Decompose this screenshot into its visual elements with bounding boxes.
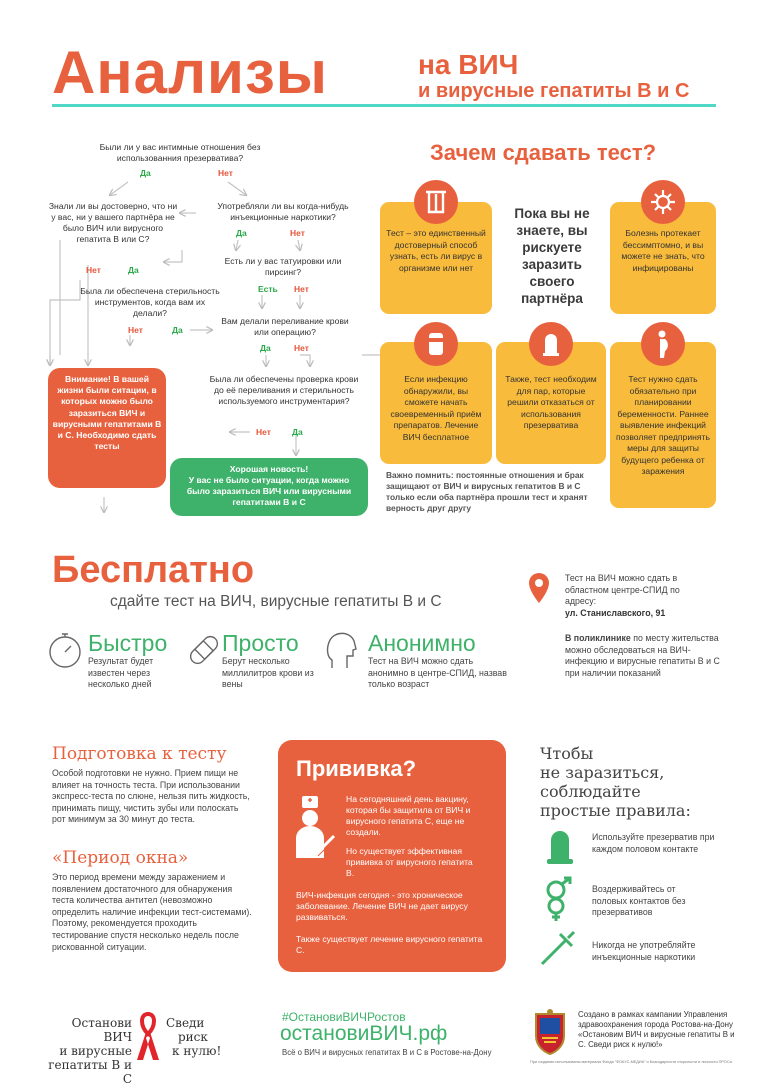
why-card-3-text: Если инфекцию обнаружили, вы сможете нач… (390, 374, 482, 442)
why-card-1-text: Тест – это единственный достоверный спос… (386, 228, 486, 273)
vaccine-p2: Но существует эффективная прививка от ви… (346, 846, 473, 878)
flow-answer-no: Нет (290, 228, 305, 238)
flow-question-4: Есть ли у вас татуировки или пирсинг? (224, 256, 342, 277)
free-title: Бесплатно (52, 549, 255, 591)
why-card-4: Также, тест необходим для пар, которые р… (496, 342, 606, 464)
flow-answer-yes: Да (172, 325, 183, 335)
rules-title: Чтобы не заразиться, соблюдайте простые … (540, 744, 691, 820)
attention-text: Внимание! В вашей жизни были ситации, в … (52, 374, 162, 452)
attention-box: Внимание! В вашей жизни были ситации, в … (48, 368, 166, 488)
flow-answer-yes: Да (236, 228, 247, 238)
fast-title: Быстро (88, 630, 168, 656)
flow-answer-no: Нет (128, 325, 143, 335)
rules-title-line-3: соблюдайте (540, 782, 641, 801)
prep-title: Подготовка к тесту (52, 744, 227, 764)
footer-stop-line-3: гепатиты В и С (48, 1058, 132, 1086)
why-card-2-text: Болезнь протекает бессимптомно, и вы мож… (621, 228, 705, 273)
footer-stop-line-2: и вирусные (59, 1044, 132, 1058)
flow-question-6: Вам делали переливание крови или операци… (221, 316, 349, 337)
anonymous-text: Тест на ВИЧ можно сдать анонимно в центр… (368, 656, 507, 689)
flow-answer-no: Нет (256, 427, 271, 437)
simple-text: Берут несколько миллилитров крови из вен… (222, 656, 314, 689)
good-news-title: Хорошая новость! (229, 464, 309, 474)
head-profile-icon (322, 628, 364, 677)
why-card-4-text: Также, тест необходим для пар, которые р… (505, 374, 597, 430)
window-period-title: «Период окна» (52, 848, 189, 868)
prep-text: Особой подготовки не нужно. Прием пищи н… (52, 768, 250, 825)
flow-question-7: Была ли обеспечены проверка крови до её … (209, 374, 359, 406)
good-news-text: У вас не было ситуации, когда можно было… (186, 475, 352, 507)
footer-site-subtitle: Всё о ВИЧ и вирусных гепатитах В и С в Р… (282, 1048, 492, 1057)
footer-stop-text: Останови ВИЧ и вирусные гепатиты В и С (40, 1016, 132, 1086)
footer-hashtag: #ОстановиВИЧРостов (282, 1010, 406, 1024)
good-news-box: Хорошая новость! У вас не было ситуации,… (170, 458, 368, 516)
why-card-5: Тест нужно сдать обязательно при планиро… (610, 342, 716, 508)
why-title: Зачем сдавать тест? (430, 140, 657, 165)
why-center-text: Пока вы не знаете, вы рискуете заразить … (514, 206, 590, 306)
flow-answer-no: Нет (294, 343, 309, 353)
vaccine-p4: Также существует лечение вирусного гепат… (296, 934, 483, 955)
flow-answer-yes: Да (128, 265, 139, 275)
clinic-block: В поликлинике по месту жительства можно … (565, 633, 725, 679)
flow-question-5: Была ли обеспечена стерильность инструме… (80, 286, 220, 318)
address-street: ул. Станиславского, 91 (565, 608, 666, 618)
condom-green-icon (542, 826, 578, 871)
footer-risk-line-2: риск (178, 1030, 208, 1044)
doctor-syringe-icon (292, 794, 339, 879)
test-tubes-icon (414, 180, 458, 224)
flow-question-2: Знали ли вы достоверно, что ни у вас, ни… (48, 201, 178, 244)
vaccine-p3: ВИЧ-инфекция сегодня - это хроническое з… (296, 890, 468, 922)
free-subtitle: сдайте тест на ВИЧ, вирусные гепатиты В … (110, 593, 442, 610)
flow-answer-no: Нет (218, 168, 233, 178)
flow-answer-yes: Да (292, 427, 303, 437)
coat-of-arms-logo (530, 1008, 570, 1063)
bandage-icon (184, 630, 224, 675)
rules-title-line-2: не заразиться, (540, 763, 665, 782)
footer-risk-line-3: к нулю! (172, 1044, 222, 1058)
flow-answer-yes: Да (260, 343, 271, 353)
anonymous-title: Анонимно (368, 630, 476, 656)
vaccine-p1: На сегодняшний день вакцину, которая бы … (346, 794, 471, 837)
flow-question-3: Употребляли ли вы когда-нибудь инъекцион… (217, 201, 349, 222)
why-card-5-text: Тест нужно сдать обязательно при планиро… (616, 374, 710, 476)
rules-title-line-4: простые правила: (540, 801, 691, 820)
vaccine-box: Прививка? На сегодняшний день вакцину, к… (278, 740, 506, 972)
rule-3: Никогда не употребляйте инъекционные нар… (592, 940, 696, 962)
footer-risk-line-1: Сведи (166, 1016, 205, 1030)
page-title-sub-2: и вирусные гепатиты В и С (418, 80, 690, 102)
red-ribbon-icon (133, 1010, 163, 1067)
footer-created-text: Создано в рамках кампании Управления здр… (578, 1010, 735, 1049)
page-title: Анализы (52, 39, 329, 106)
syringe-icon (540, 926, 580, 971)
flow-answer-no: Нет (86, 265, 101, 275)
footer-stop-line-1: Останови ВИЧ (71, 1016, 132, 1044)
stopwatch-icon (46, 630, 84, 675)
why-note: Важно помнить: постоянные отношения и бр… (386, 470, 588, 513)
rule-1: Используйте презерватив при каждом полов… (592, 832, 715, 854)
gender-symbols-icon (540, 876, 580, 927)
pregnant-icon (641, 322, 685, 366)
page-title-sub-1: на ВИЧ (418, 49, 519, 80)
flow-answer-no: Нет (294, 284, 309, 294)
condom-icon (529, 322, 573, 366)
clinic-text: по месту жительства можно обследоваться … (565, 633, 720, 678)
footer-site-link[interactable]: остановиВИЧ.рф (280, 1022, 448, 1045)
rules-title-line-1: Чтобы (540, 744, 594, 763)
flow-answer-yes-alt: Есть (258, 284, 278, 294)
virus-icon (641, 180, 685, 224)
rule-2: Воздерживайтесь от половых контактов без… (592, 884, 686, 917)
flow-question-1: Были ли у вас интимные отношения без исп… (99, 142, 261, 163)
address-text: Тест на ВИЧ можно сдать в областном цент… (565, 573, 680, 606)
vaccine-title: Прививка? (296, 756, 417, 781)
flow-answer-yes: Да (140, 168, 151, 178)
footer-tiny-text: При создании использованы материалы Фонд… (530, 1060, 732, 1064)
header-divider (52, 104, 716, 107)
location-pin-icon (528, 572, 550, 609)
footer-risk-text: Сведи риск к нулю! (166, 1016, 221, 1058)
pills-icon (414, 322, 458, 366)
clinic-bold: В поликлинике (565, 633, 631, 643)
fast-text: Результат будет известен через несколько… (88, 656, 154, 689)
simple-title: Просто (222, 630, 299, 656)
window-period-text: Это период времени между заражением и по… (52, 872, 252, 952)
